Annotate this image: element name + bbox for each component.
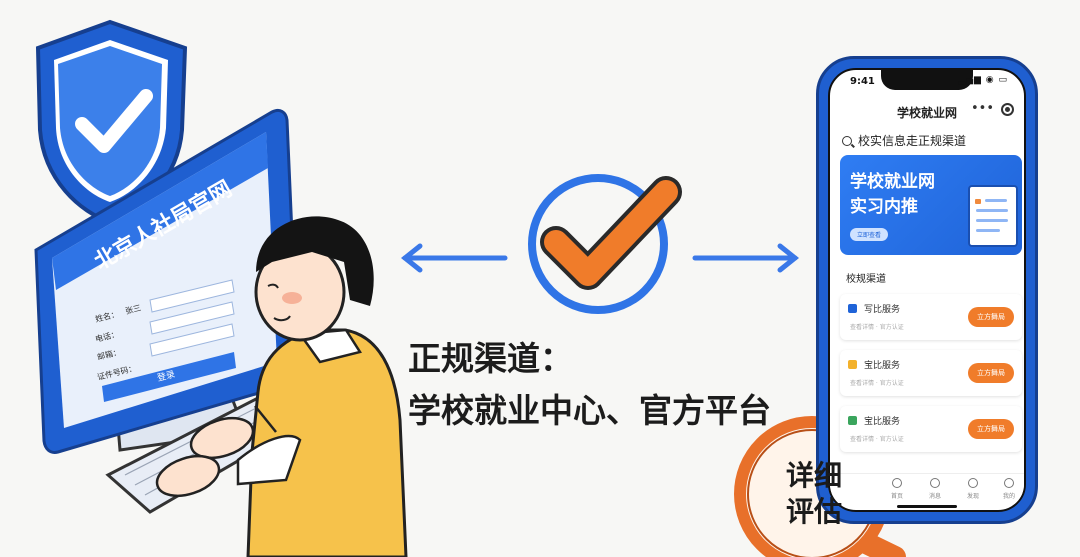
banner-line-1: 学校就业网	[850, 172, 935, 192]
phone-screen: 9:41 ▂▄▆ ◉ ▭ 学校就业网 ••• 校实信息走正规渠道 学校就业网 实…	[828, 68, 1026, 512]
phone-notch	[881, 70, 973, 90]
service-name: 宝比服务	[864, 417, 901, 427]
login-button[interactable]: 登录	[102, 352, 236, 402]
section-title: 校规渠道	[846, 274, 886, 285]
miniapp-close-icon[interactable]	[1001, 103, 1014, 116]
channel-caption: 正规渠道： 学校就业中心、官方平台	[408, 338, 828, 432]
tab-label: 发现	[966, 493, 979, 500]
arrow-left-icon	[400, 243, 508, 273]
service-button[interactable]: 立方舞局	[968, 363, 1014, 383]
caption-line-2: 学校就业中心、官方平台	[408, 391, 771, 430]
person-illustration	[155, 216, 408, 557]
tab-profile[interactable]: 我的	[994, 478, 1024, 500]
form-value-name: 张三	[124, 303, 142, 316]
service-button[interactable]: 立方舞局	[968, 419, 1014, 439]
tab-discover[interactable]: 发现	[958, 478, 988, 500]
status-time: 9:41	[850, 76, 875, 87]
arrow-right-icon	[692, 243, 800, 273]
login-fields	[149, 279, 235, 357]
service-icon	[848, 360, 857, 369]
user-icon	[1004, 478, 1014, 488]
search-icon	[842, 135, 852, 146]
signal-wifi-battery-icon: ▂▄▆ ◉ ▭	[958, 75, 1008, 85]
service-icon	[848, 304, 857, 313]
monitor	[34, 108, 300, 454]
service-icon	[848, 416, 857, 425]
service-name: 写比服务	[864, 305, 901, 315]
tab-label: 我的	[1002, 493, 1015, 500]
home-icon	[892, 478, 902, 488]
service-card[interactable]: 宝比服务 查看详情 · 官方认证 立方舞局	[840, 350, 1022, 396]
service-card[interactable]: 写比服务 查看详情 · 官方认证 立方舞局	[840, 294, 1022, 340]
tab-messages[interactable]: 消息	[920, 478, 950, 500]
service-sub: 查看详情 · 官方认证	[850, 324, 904, 331]
search-text: 校实信息走正规渠道	[858, 134, 967, 148]
tab-home[interactable]: 首页	[882, 478, 912, 500]
tab-bar: 首页 消息 发现 我的	[830, 473, 1024, 504]
caption-line-1: 正规渠道：	[408, 339, 573, 378]
promo-banner[interactable]: 学校就业网 实习内推 立即查看	[840, 155, 1022, 255]
check-badge-icon	[528, 174, 682, 314]
tab-label: 首页	[890, 493, 903, 500]
service-name: 宝比服务	[864, 361, 901, 371]
tab-label: 消息	[928, 493, 941, 500]
more-icon[interactable]: •••	[970, 101, 994, 116]
search-bar[interactable]: 校实信息走正规渠道	[842, 132, 966, 149]
service-card[interactable]: 宝比服务 查看详情 · 官方认证 立方舞局	[840, 406, 1022, 452]
clipboard-icon	[968, 185, 1018, 247]
home-indicator	[897, 505, 957, 508]
login-button-label: 登录	[156, 369, 176, 384]
banner-line-2: 实习内推	[850, 197, 918, 217]
service-sub: 查看详情 · 官方认证	[850, 380, 904, 387]
discover-icon	[968, 478, 978, 488]
app-title: 学校就业网	[896, 106, 957, 120]
message-icon	[930, 478, 940, 488]
phone-mockup: 9:41 ▂▄▆ ◉ ▭ 学校就业网 ••• 校实信息走正规渠道 学校就业网 实…	[816, 56, 1038, 524]
service-sub: 查看详情 · 官方认证	[850, 436, 904, 443]
service-button[interactable]: 立方舞局	[968, 307, 1014, 327]
shield-icon	[35, 19, 188, 225]
banner-button[interactable]: 立即查看	[850, 228, 889, 241]
magnifier-label: 详细 评估	[785, 459, 842, 528]
